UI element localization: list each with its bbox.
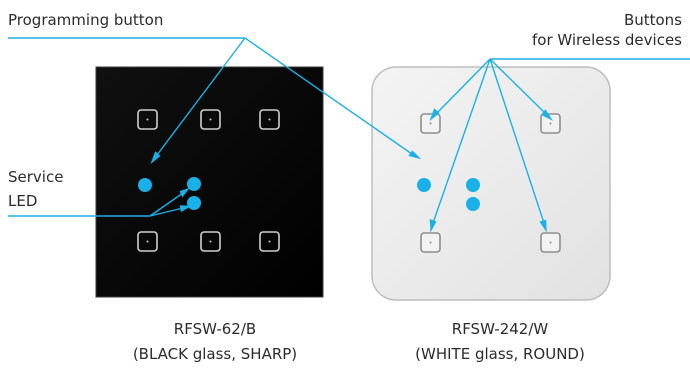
touch-button[interactable] bbox=[420, 113, 441, 134]
white-panel bbox=[371, 66, 611, 301]
wireless-buttons-label-line1: Buttons bbox=[623, 11, 682, 29]
leader-line-service bbox=[149, 207, 184, 217]
service-led-dot bbox=[187, 177, 201, 191]
arrow-head bbox=[429, 108, 440, 122]
programming-button-label: Programming button bbox=[8, 11, 164, 29]
leader-lines bbox=[8, 37, 690, 233]
touch-button[interactable] bbox=[137, 231, 158, 252]
leader-line-service bbox=[149, 192, 184, 217]
touch-button[interactable] bbox=[540, 113, 561, 134]
service-led-label-line2: LED bbox=[8, 192, 38, 210]
touch-button[interactable] bbox=[259, 109, 280, 130]
service-led-dot bbox=[187, 196, 201, 210]
wireless-buttons-label: Buttons for Wireless devices bbox=[532, 11, 682, 50]
leader-line-programming bbox=[156, 37, 246, 156]
programming-button-dot[interactable] bbox=[417, 178, 431, 192]
leader-line-buttons bbox=[436, 58, 491, 114]
arrow-head bbox=[179, 205, 192, 213]
arrow-head bbox=[539, 219, 547, 233]
service-led-dot bbox=[466, 197, 480, 211]
arrow-head bbox=[408, 150, 422, 160]
touch-button[interactable] bbox=[420, 232, 441, 253]
arrow-head bbox=[179, 187, 190, 198]
arrow-head bbox=[429, 218, 437, 233]
device-description: (WHITE glass, ROUND) bbox=[415, 345, 585, 363]
arrow-head bbox=[540, 109, 553, 121]
touch-button[interactable] bbox=[137, 109, 158, 130]
touch-button[interactable] bbox=[259, 231, 280, 252]
black-panel bbox=[95, 66, 324, 298]
touch-button[interactable] bbox=[200, 109, 221, 130]
arrow-head bbox=[150, 151, 161, 165]
white-panel-buttons bbox=[420, 113, 561, 253]
service-led-label-line1: Service bbox=[8, 168, 64, 186]
black-device-caption: RFSW-62/B (BLACK glass, SHARP) bbox=[110, 317, 320, 367]
wireless-buttons-label-line2: for Wireless devices bbox=[531, 31, 682, 49]
device-model: RFSW-242/W bbox=[451, 320, 549, 338]
service-led-label: Service LED bbox=[8, 168, 63, 211]
device-model: RFSW-62/B bbox=[173, 320, 257, 338]
device-description: (BLACK glass, SHARP) bbox=[132, 345, 298, 363]
touch-button[interactable] bbox=[540, 232, 561, 253]
service-led-dot bbox=[466, 178, 480, 192]
leader-line-buttons bbox=[489, 58, 545, 224]
leader-line-programming bbox=[244, 37, 413, 155]
programming-button-dot[interactable] bbox=[138, 178, 152, 192]
white-device-caption: RFSW-242/W (WHITE glass, ROUND) bbox=[380, 317, 620, 367]
black-panel-buttons bbox=[137, 109, 280, 252]
leader-line-buttons bbox=[489, 58, 546, 114]
touch-button[interactable] bbox=[200, 231, 221, 252]
leader-line-buttons bbox=[432, 58, 491, 224]
